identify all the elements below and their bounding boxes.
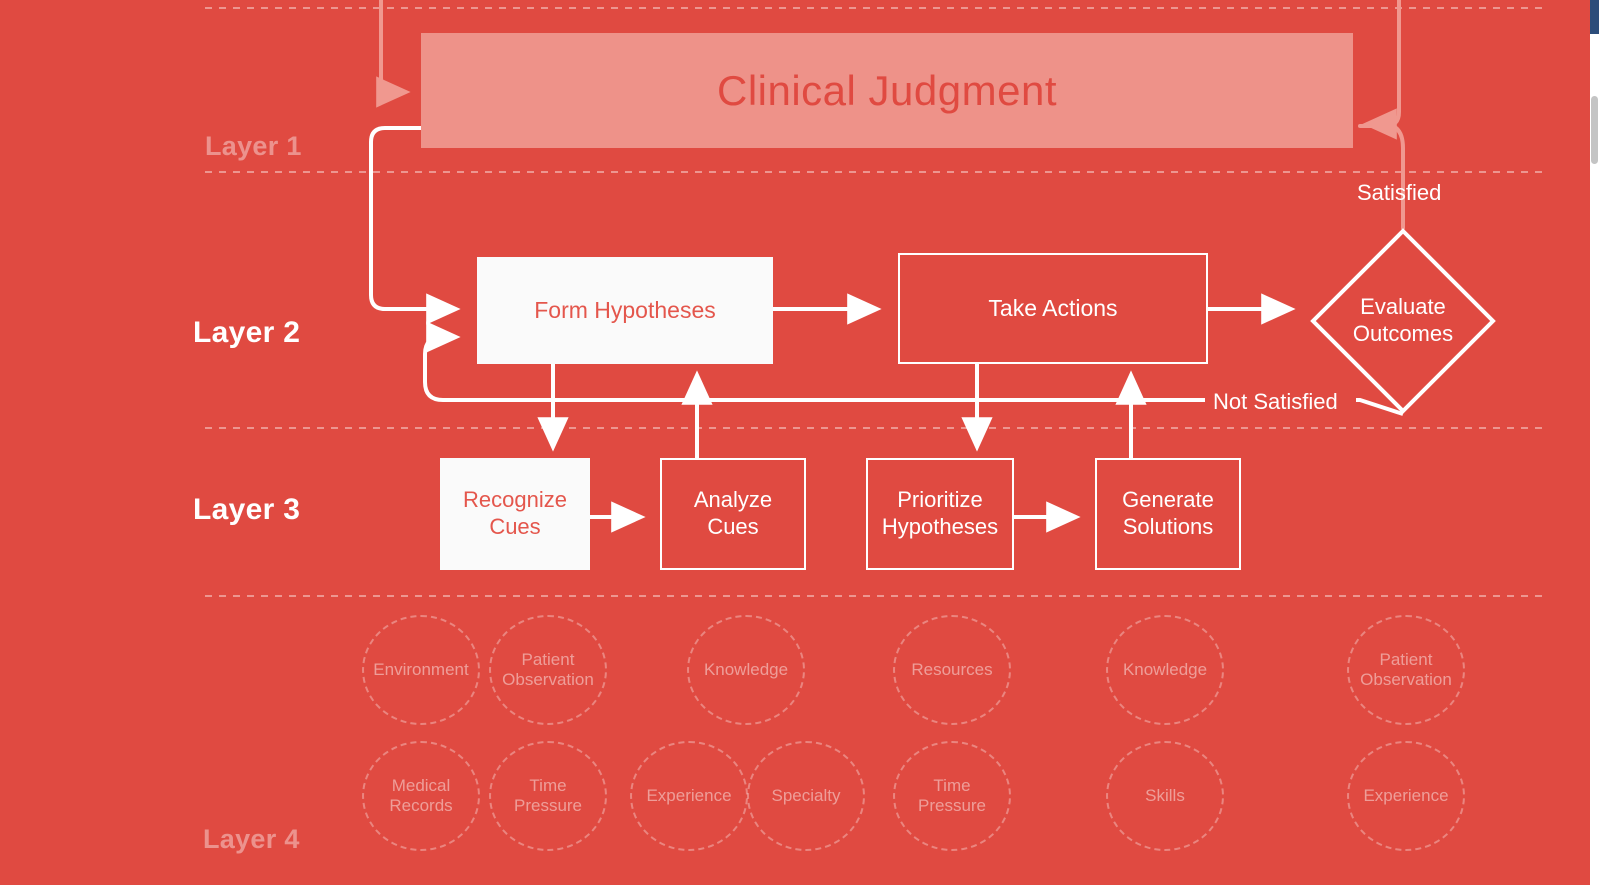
node-evaluate-outcomes-label-line2: Outcomes — [1352, 321, 1454, 346]
node-prioritize-hypotheses[interactable]: Prioritize Hypotheses — [866, 458, 1014, 570]
scrollbar-thumb[interactable] — [1591, 96, 1598, 164]
factor-bubble-label-line2: Pressure — [917, 796, 987, 815]
factor-bubble-label-line1: Time — [529, 775, 567, 795]
layer-label-2: Layer 2 — [193, 316, 301, 349]
node-analyze-cues[interactable]: Analyze Cues — [660, 458, 806, 570]
factor-bubble-label-line1: Resources — [911, 659, 993, 679]
factor-bubble: Knowledge — [687, 615, 805, 725]
node-take-actions-label: Take Actions — [988, 295, 1118, 322]
node-clinical-judgment-label: Clinical Judgment — [717, 66, 1057, 114]
node-clinical-judgment[interactable]: Clinical Judgment — [421, 33, 1353, 148]
browser-right-edge — [1590, 0, 1599, 885]
factor-bubble: Skills — [1106, 741, 1224, 851]
wire-to-clinical-judgment-left — [376, 0, 411, 108]
factor-bubble: Environment — [362, 615, 480, 725]
factor-bubble: Experience — [1347, 741, 1465, 851]
layer-label-4: Layer 4 — [203, 824, 300, 854]
factor-bubble-label-line2: Observation — [1360, 670, 1452, 689]
node-analyze-cues-label-line2: Cues — [707, 514, 759, 539]
node-generate-solutions-label-line1: Generate — [1122, 487, 1214, 513]
factor-bubble-label-line1: Specialty — [771, 785, 841, 805]
layer-label-1: Layer 1 — [205, 131, 302, 161]
node-prioritize-hypotheses-label-line2: Hypotheses — [881, 514, 999, 539]
factor-bubble-label-line1: Environment — [373, 659, 469, 679]
edge-label-not-satisfied: Not Satisfied — [1213, 389, 1338, 414]
factor-bubble: Resources — [893, 615, 1011, 725]
factor-bubble-label-line2: Pressure — [513, 796, 583, 815]
factor-bubble-label-line1: Knowledge — [1122, 659, 1208, 679]
factor-bubble-label-line2: Records — [389, 796, 453, 815]
factor-bubble-label-line1: Medical — [391, 775, 451, 795]
node-recognize-cues-label-line2: Cues — [489, 514, 541, 539]
factor-bubble-label-line1: Knowledge — [703, 659, 789, 679]
factor-bubble: Specialty — [747, 741, 865, 851]
factor-bubble-label-line1: Patient — [521, 649, 575, 669]
node-analyze-cues-label-line1: Analyze — [693, 487, 773, 513]
factor-bubble-label-line2: Observation — [502, 670, 594, 689]
node-form-hypotheses-label: Form Hypotheses — [534, 297, 716, 324]
wire-satisfied-into-clinical-judgment — [1362, 108, 1405, 230]
factor-bubble-label-line1: Time — [933, 775, 971, 795]
node-evaluate-outcomes[interactable]: Evaluate Outcomes — [1310, 228, 1496, 414]
factor-bubble-label-line1: Skills — [1145, 785, 1185, 805]
browser-titlebar-sliver — [1590, 0, 1599, 34]
factor-bubble: Experience — [630, 741, 748, 851]
edge-label-satisfied: Satisfied — [1357, 180, 1442, 205]
page-left-gutter — [0, 0, 3, 885]
factor-bubble-label-line1: Patient — [1379, 649, 1433, 669]
scrollbar-track[interactable] — [1590, 34, 1599, 885]
node-recognize-cues-label-line1: Recognize — [463, 487, 567, 513]
factor-bubble-label-line1: Experience — [1363, 785, 1449, 805]
wire-clinical-judgment-to-form-hypotheses — [369, 126, 461, 325]
node-take-actions[interactable]: Take Actions — [898, 253, 1208, 364]
factor-bubble-label-line1: Experience — [646, 785, 732, 805]
node-evaluate-outcomes-label-line1: Evaluate — [1360, 294, 1446, 320]
node-recognize-cues[interactable]: Recognize Cues — [440, 458, 590, 570]
node-generate-solutions[interactable]: Generate Solutions — [1095, 458, 1241, 570]
node-form-hypotheses[interactable]: Form Hypotheses — [477, 257, 773, 364]
node-evaluate-outcomes-label: Evaluate Outcomes — [1310, 228, 1496, 414]
wire-from-top-right-into-cj — [1358, 0, 1401, 128]
layer-label-3: Layer 3 — [193, 493, 301, 526]
factor-bubble: Knowledge — [1106, 615, 1224, 725]
node-generate-solutions-label-line2: Solutions — [1122, 514, 1214, 539]
node-prioritize-hypotheses-label-line1: Prioritize — [897, 487, 983, 513]
